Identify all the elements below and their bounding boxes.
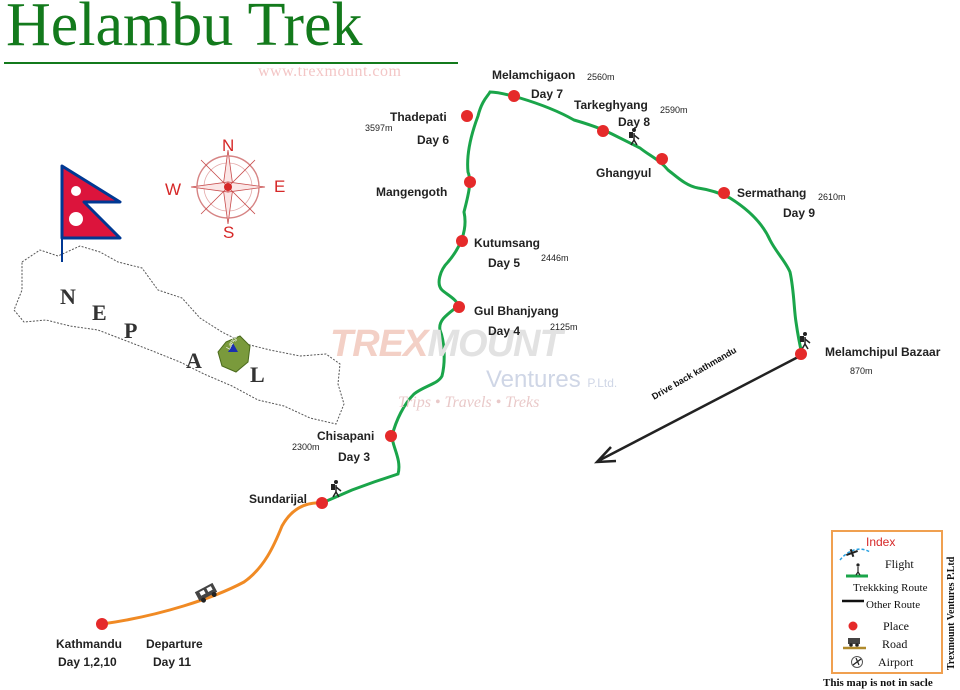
road-route (101, 501, 323, 626)
compass-west-label: W (165, 180, 182, 199)
place-day-thadepati: Day 6 (417, 133, 450, 147)
title-underline (4, 62, 458, 64)
compass-east-label: E (274, 177, 286, 196)
legend-title: Index (866, 535, 896, 549)
place-day-kathmandu: Day 1,2,10 (58, 655, 117, 669)
airport-icon (851, 656, 863, 668)
watermark-ventures: Ventures P.Ltd. (486, 366, 618, 393)
place-dot-kathmandu (96, 618, 108, 630)
place-dot-thadepati (461, 110, 473, 122)
langtang-peak-icon (228, 343, 238, 352)
legend-box (831, 530, 943, 674)
place-alt-gul-bhanjyang: 2125m (550, 322, 578, 332)
legend-other-route: Other Route (866, 599, 921, 611)
place-alt-tarkeghyang: 2590m (660, 105, 688, 115)
place-name-sermathang: Sermathang (737, 186, 807, 200)
compass-rose-icon (190, 149, 266, 225)
drive-back-arrow (599, 354, 801, 462)
place-day-tarkeghyang: Day 8 (618, 115, 651, 129)
place-alt-thadepati: 3597m (365, 123, 393, 133)
place-alt-chisapani: 2300m (292, 442, 320, 452)
legend-road: Road (882, 637, 908, 651)
flag-moon-icon (71, 186, 81, 196)
place-name-kathmandu: Kathmandu (56, 637, 122, 651)
place-dot-tarkeghyang (597, 125, 609, 137)
langtang-region (217, 335, 251, 373)
place-dot-ghangyul (656, 153, 668, 165)
flight-path-icon (839, 548, 871, 561)
trekker-legend-icon (855, 563, 861, 576)
country-letter: E (92, 300, 107, 325)
departure-day: Day 11 (153, 655, 192, 669)
legend-trekking-route: Trekkking Route (853, 582, 928, 594)
trekker-icon (800, 332, 811, 350)
place-name-kutumsang: Kutumsang (474, 236, 540, 250)
place-day-gul-bhanjyang: Day 4 (488, 324, 521, 338)
country-letter: L (250, 362, 265, 387)
legend-airport: Airport (878, 655, 914, 669)
country-letter: N (60, 284, 76, 309)
place-dot-sermathang (718, 187, 730, 199)
trekker-icon (629, 128, 640, 146)
place-alt-melamchigaon: 2560m (587, 72, 615, 82)
watermark-tagline: Trips • Travels • Treks (398, 394, 540, 411)
vertical-credit: Trexmount Ventures P.Ltd (946, 556, 957, 670)
legend-place: Place (883, 619, 909, 633)
place-day-sermathang: Day 9 (783, 206, 816, 220)
place-dot-sundarijal (316, 497, 328, 509)
place-dot-melamchigaon (508, 90, 520, 102)
place-day-chisapani: Day 3 (338, 450, 371, 464)
vehicle-icon (194, 582, 218, 603)
compass-north-label: N (222, 136, 235, 155)
place-name-melamchipul-bazaar: Melamchipul Bazaar (825, 345, 941, 359)
place-name-ghangyul: Ghangyul (596, 166, 652, 180)
flag-sun-icon (69, 212, 83, 226)
legend-flight: Flight (885, 557, 914, 571)
watermark-brand: TREXMOUNT (330, 323, 563, 365)
departure-label: Departure (146, 637, 203, 651)
scale-note: This map is not in sacle (823, 677, 933, 689)
place-name-gul-bhanjyang: Gul Bhanjyang (474, 304, 559, 318)
road-legend-icon (843, 638, 866, 650)
place-dot-mangengoth (464, 176, 476, 188)
page-title: Helambu Trek (6, 0, 363, 59)
place-alt-melamchipul-bazaar: 870m (850, 366, 873, 376)
place-alt-kutumsang: 2446m (541, 253, 569, 263)
nepal-outline (13, 245, 345, 425)
place-name-chisapani: Chisapani (317, 429, 375, 443)
place-day-kutumsang: Day 5 (488, 256, 521, 270)
site-url[interactable]: www.trexmount.com (258, 63, 402, 80)
nepal-flag-icon (60, 164, 122, 240)
place-name-mangengoth: Mangengoth (376, 185, 448, 199)
place-dot-melamchipul-bazaar (795, 348, 807, 360)
trekker-icon (331, 480, 342, 498)
plane-icon (846, 548, 858, 558)
place-name-thadepati: Thadepati (390, 110, 447, 124)
place-alt-sermathang: 2610m (818, 192, 846, 202)
place-dot-gul-bhanjyang (453, 301, 465, 313)
compass-south-label: S (223, 223, 235, 242)
country-letter: A (186, 348, 202, 373)
place-day-melamchigaon: Day 7 (531, 87, 564, 101)
arrow-head-icon (593, 446, 617, 464)
place-name-melamchigaon: Melamchigaon (492, 68, 576, 82)
place-name-tarkeghyang: Tarkeghyang (574, 98, 648, 112)
trekking-route (321, 90, 804, 505)
place-legend-dot (848, 621, 858, 631)
place-dot-kutumsang (456, 235, 468, 247)
place-name-sundarijal: Sundarijal (249, 492, 308, 506)
legend-symbols (839, 548, 871, 668)
country-letter: P (124, 318, 138, 343)
place-dot-chisapani (385, 430, 397, 442)
